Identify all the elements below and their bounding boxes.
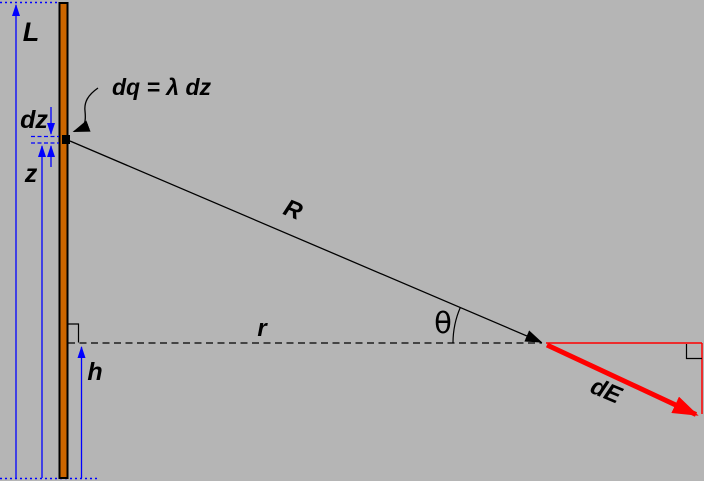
label-theta: θ [434, 306, 452, 340]
label-z: z [24, 160, 38, 188]
label-h: h [87, 358, 102, 386]
label-L: L [23, 17, 40, 47]
label-r: r [257, 315, 268, 342]
vector-R-arrow [69, 140, 543, 343]
charged-rod [58, 2, 69, 479]
vector-dE-arrow [545, 342, 699, 417]
label-dz: dz [20, 106, 48, 134]
right-angle-mark-rod [68, 323, 80, 343]
label-dq-equation: dq = λ dz [112, 74, 212, 100]
angle-theta-arc [452, 306, 461, 343]
label-R: R [280, 194, 307, 226]
right-angle-mark-dE [685, 344, 702, 360]
dq-label-pointer-curve [72, 87, 99, 133]
charge-element-dq [62, 135, 70, 144]
